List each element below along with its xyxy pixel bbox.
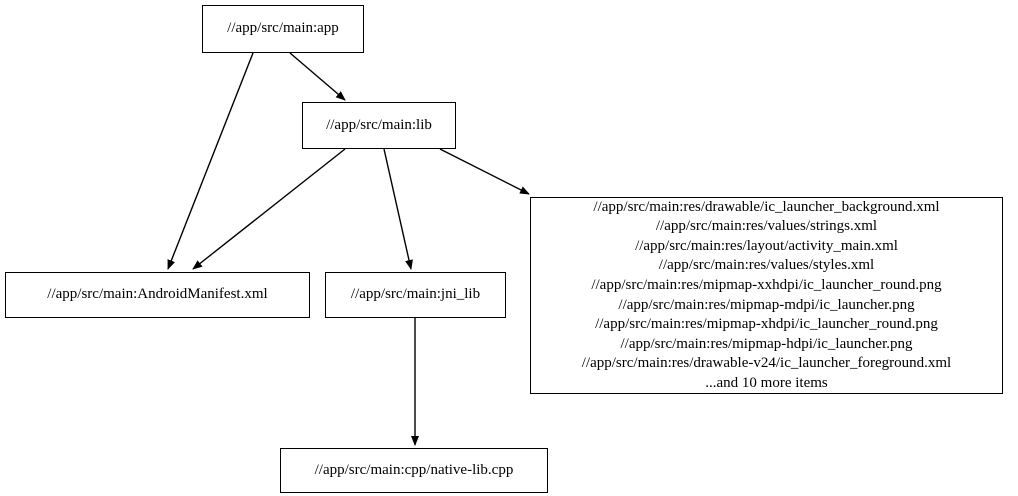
node-res-group-label: //app/src/main:res/drawable/ic_launcher_… xyxy=(581,198,952,391)
node-app-label: //app/src/main:app xyxy=(227,20,339,37)
node-android-manifest-label: //app/src/main:AndroidManifest.xml xyxy=(47,286,268,303)
node-jni-lib-label: //app/src/main:jni_lib xyxy=(350,286,481,303)
edge-app-to-lib xyxy=(289,52,346,101)
edge-lib-to-jni-lib xyxy=(383,148,413,270)
node-lib[interactable]: //app/src/main:lib xyxy=(302,102,456,149)
edge-lib-to-manifest xyxy=(192,148,346,270)
node-jni-lib[interactable]: //app/src/main:jni_lib xyxy=(325,272,506,318)
node-app[interactable]: //app/src/main:app xyxy=(202,5,364,53)
node-lib-label: //app/src/main:lib xyxy=(326,116,432,133)
node-android-manifest[interactable]: //app/src/main:AndroidManifest.xml xyxy=(5,272,310,318)
node-res-group[interactable]: //app/src/main:res/drawable/ic_launcher_… xyxy=(530,197,1003,394)
node-native-lib-cpp[interactable]: //app/src/main:cpp/native-lib.cpp xyxy=(280,448,548,493)
node-native-lib-cpp-label: //app/src/main:cpp/native-lib.cpp xyxy=(314,461,514,478)
edge-lib-to-res xyxy=(439,148,530,195)
edge-app-to-manifest xyxy=(167,52,254,270)
